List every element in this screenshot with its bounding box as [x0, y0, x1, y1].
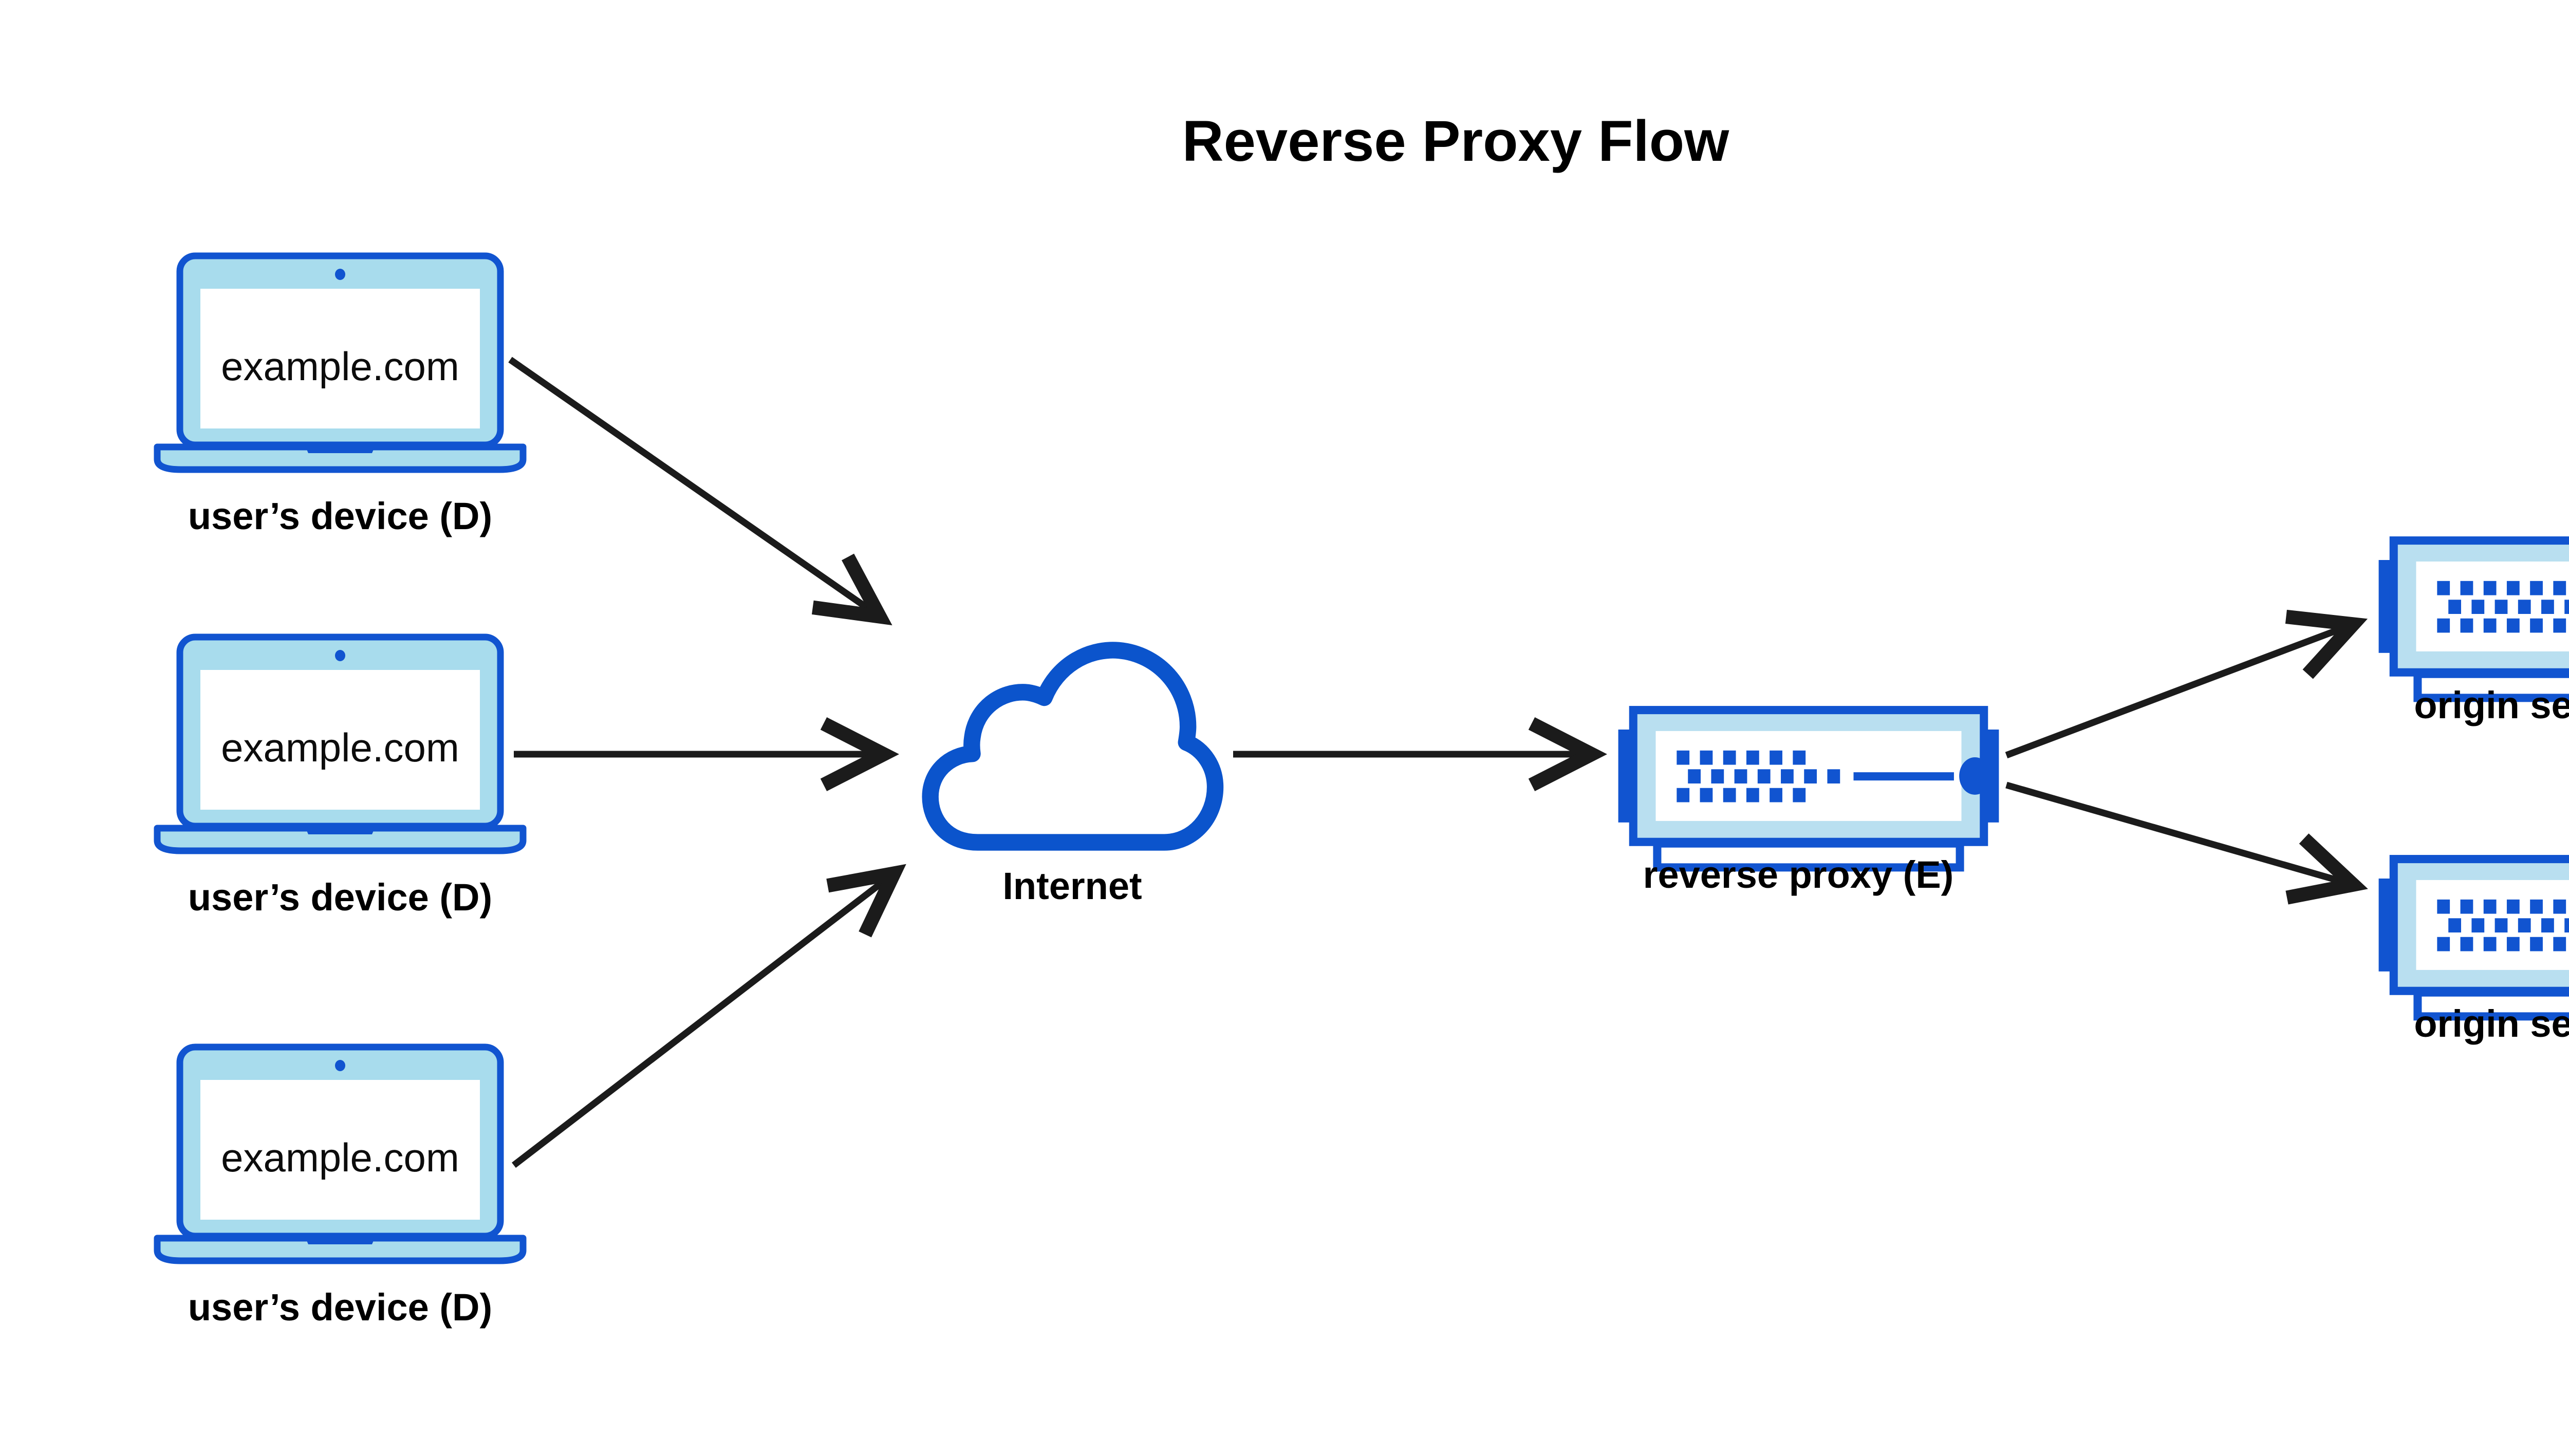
client-screen-text: example.com: [221, 725, 459, 770]
edge-client1-internet: [508, 357, 892, 626]
cloud-icon: [930, 650, 1215, 842]
client-screen-text: example.com: [221, 344, 459, 389]
internet-label: Internet: [1002, 865, 1142, 907]
edge-layer: [508, 357, 2368, 1168]
node-client-3[interactable]: example.com user’s device (D): [157, 1047, 523, 1329]
client-label: user’s device (D): [188, 1286, 492, 1329]
origin-server-label: origin server (F): [2414, 684, 2569, 726]
client-label: user’s device (D): [188, 495, 492, 537]
node-origin-1[interactable]: origin server (F): [2379, 540, 2569, 726]
edge-proxy-origin2: [2005, 781, 2368, 905]
server-icon: [2379, 859, 2569, 1016]
edge-client3-internet: [512, 864, 906, 1168]
node-internet[interactable]: Internet: [930, 650, 1215, 907]
page-title: Reverse Proxy Flow: [1182, 109, 1729, 173]
origin-server-label: origin server (F): [2414, 1002, 2569, 1045]
node-client-2[interactable]: example.com user’s device (D): [157, 637, 523, 919]
node-origin-2[interactable]: origin server (F): [2379, 859, 2569, 1045]
server-icon: [1618, 710, 1999, 867]
node-client-1[interactable]: example.com user’s device (D): [157, 256, 523, 537]
client-screen-text: example.com: [221, 1135, 459, 1180]
reverse-proxy-label: reverse proxy (E): [1643, 853, 1954, 896]
server-icon: [2379, 540, 2569, 698]
client-label: user’s device (D): [188, 876, 492, 919]
edge-proxy-origin1: [2005, 609, 2368, 759]
node-reverse-proxy[interactable]: reverse proxy (E): [1618, 710, 1999, 896]
